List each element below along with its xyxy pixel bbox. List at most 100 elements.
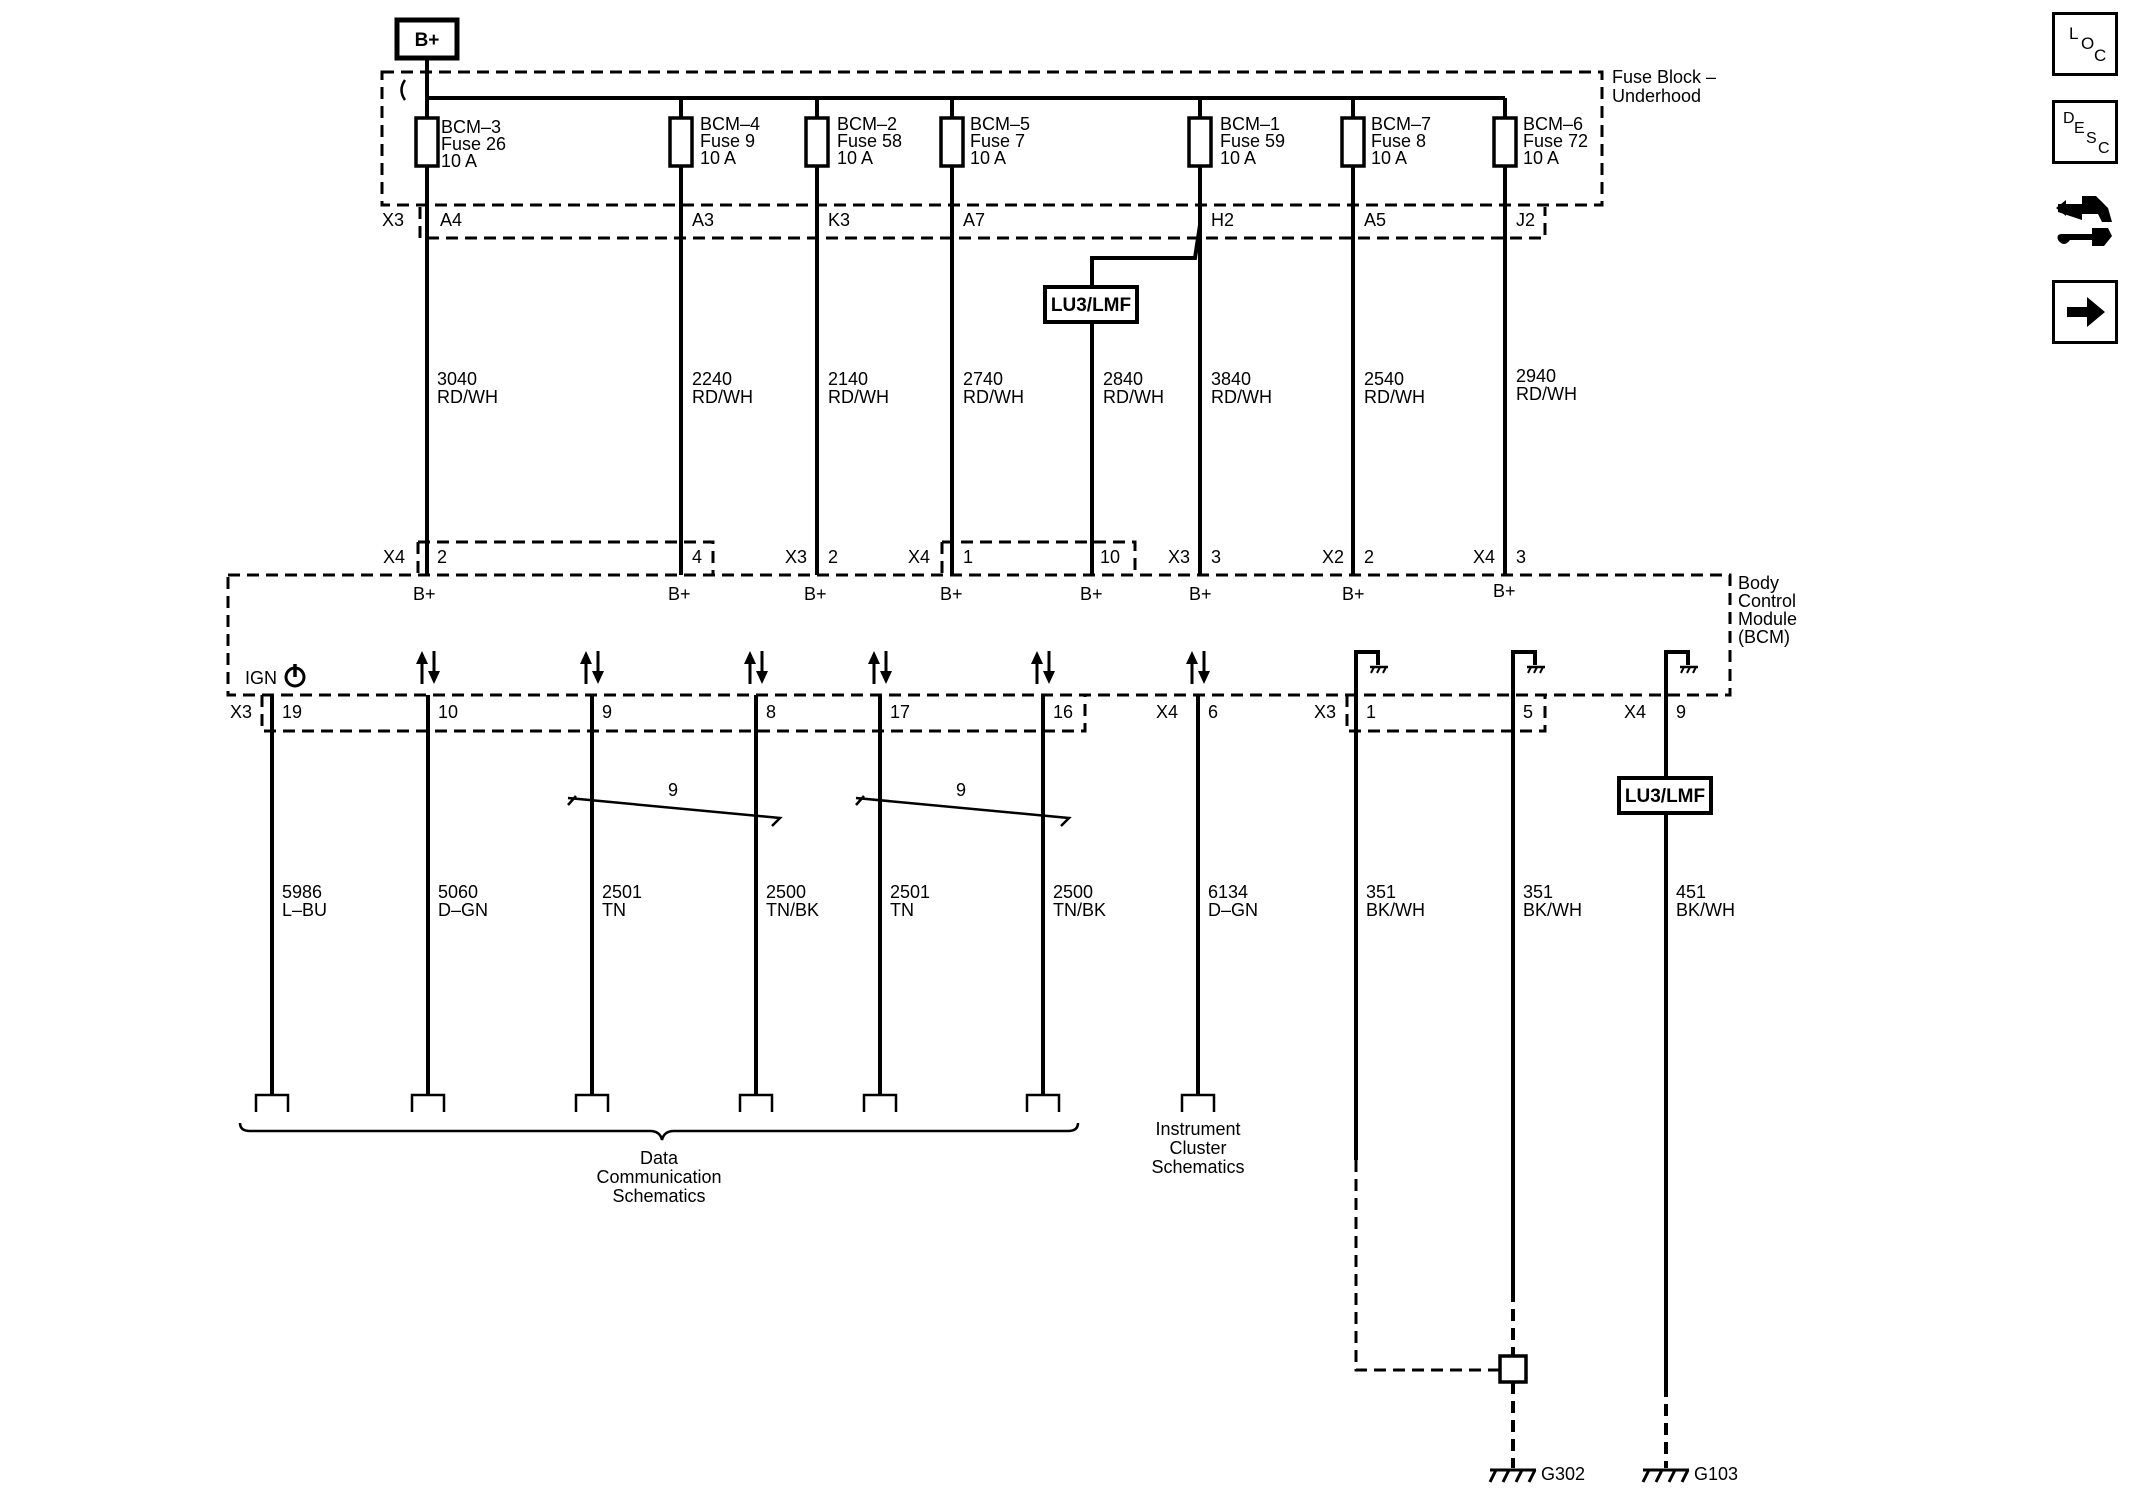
wire-color: RD/WH <box>1516 384 1577 404</box>
feed-circuit: BCM–1 Fuse 59 10 A H2 3840 RD/WH X3 3 B+ <box>1168 98 1285 604</box>
ground-g302-icon: G302 <box>1488 1464 1585 1484</box>
desc-letter: E <box>2074 120 2085 137</box>
cluster-label: Cluster <box>1169 1138 1226 1158</box>
data-comm-label: Schematics <box>612 1186 705 1206</box>
connector-repair-button[interactable] <box>2052 188 2118 252</box>
bcm-connector: X4 <box>1156 702 1178 722</box>
circuit-number: 3040 <box>437 369 477 389</box>
bcm-pin: 19 <box>282 702 302 722</box>
fuse-rating: 10 A <box>1220 148 1256 168</box>
circuit-number: 2740 <box>963 369 1003 389</box>
connector-end-icon <box>254 1093 290 1112</box>
bcm-connector: X4 <box>1473 547 1495 567</box>
feed-circuit: BCM–2 Fuse 58 10 A K3 2140 RD/WH X3 2 B+ <box>785 98 902 604</box>
location-button[interactable]: L O C <box>2052 12 2118 76</box>
wire-color: TN <box>890 900 914 920</box>
module-label: Control <box>1738 591 1796 611</box>
wire-color: TN <box>602 900 626 920</box>
pin-function: B+ <box>1080 584 1103 604</box>
feed-circuit: BCM–5 Fuse 7 10 A A7 2740 RD/WH X4 1 B+ <box>908 98 1030 604</box>
fuse-number: Fuse 59 <box>1220 131 1285 151</box>
desc-letter: C <box>2098 140 2110 157</box>
connector-end-icon <box>574 1093 610 1112</box>
loc-letter: L <box>2069 24 2078 43</box>
wire-color: D–GN <box>1208 900 1258 920</box>
feed-circuit-option: LU3/LMF 2840 RD/WH 10 B+ <box>1043 224 1202 604</box>
circuit-number: 2840 <box>1103 369 1143 389</box>
pin-function: B+ <box>1493 581 1516 601</box>
bcm-pin: 5 <box>1523 702 1533 722</box>
fuse-block-underhood: Fuse Block – Underhood X3 <box>380 67 1716 240</box>
fuse-block-label: Fuse Block – <box>1612 67 1716 87</box>
fuse-rating: 10 A <box>1523 148 1559 168</box>
instrument-cluster-reference: Instrument Cluster Schematics <box>1151 1119 1244 1177</box>
bcm-pin: 2 <box>437 547 447 567</box>
circuit-number: 2501 <box>890 882 930 902</box>
bcm-pin: 2 <box>1364 547 1374 567</box>
bcm-pin: 9 <box>602 702 612 722</box>
circuit-number: 2500 <box>766 882 806 902</box>
ground-label: G103 <box>1694 1464 1738 1484</box>
bcm-pin: 8 <box>766 702 776 722</box>
circuit-number: 2540 <box>1364 369 1404 389</box>
fuse-block-pin: A7 <box>963 210 985 230</box>
circuit-number: 351 <box>1523 882 1553 902</box>
bcm-connector: X2 <box>1322 547 1344 567</box>
fuse-name: BCM–2 <box>837 114 897 134</box>
fuse-name: BCM–3 <box>441 117 501 137</box>
wire-color: D–GN <box>438 900 488 920</box>
circuit-number: 5986 <box>282 882 322 902</box>
fuse-number: Fuse 26 <box>441 134 506 154</box>
description-button[interactable]: D E S C <box>2052 100 2118 164</box>
connector-end-icon <box>738 1093 774 1112</box>
bcm-connector: X3 <box>1314 702 1336 722</box>
wire-color: TN/BK <box>766 900 819 920</box>
wire-color: BK/WH <box>1676 900 1735 920</box>
fuse-number: Fuse 58 <box>837 131 902 151</box>
pin-function: B+ <box>413 584 436 604</box>
fuse-block-pin: H2 <box>1211 210 1234 230</box>
desc-letter: D <box>2063 110 2075 127</box>
module-label: (BCM) <box>1738 627 1790 647</box>
wire-color: RD/WH <box>1103 387 1164 407</box>
module-label: Module <box>1738 609 1797 629</box>
ignition-power-icon: IGN <box>245 664 306 688</box>
connector-end-icon <box>1025 1093 1061 1112</box>
fuse-block-pin: K3 <box>828 210 850 230</box>
fuse-rating: 10 A <box>970 148 1006 168</box>
data-comm-label: Communication <box>596 1167 721 1187</box>
bcm-connector: X3 <box>230 702 252 722</box>
fuse-rating: 10 A <box>837 148 873 168</box>
pin-function: B+ <box>804 584 827 604</box>
option-label: LU3/LMF <box>1051 295 1131 316</box>
internal-ground-icon <box>1354 650 1388 695</box>
battery-positive-source: B+ <box>394 17 460 61</box>
circuit-number: 2140 <box>828 369 868 389</box>
bcm-pin: 10 <box>438 702 458 722</box>
bcm-pin: 1 <box>963 547 973 567</box>
fuse-name: BCM–5 <box>970 114 1030 134</box>
ground-splice <box>1354 1160 1528 1468</box>
bcm-connector: X4 <box>908 547 930 567</box>
wire-color: RD/WH <box>1364 387 1425 407</box>
bcm-pin: 3 <box>1516 547 1526 567</box>
fuse-block-connector: X3 <box>382 210 404 230</box>
next-page-button[interactable] <box>2052 280 2118 344</box>
bcm-pin: 4 <box>692 547 702 567</box>
wire-color: L–BU <box>282 900 327 920</box>
fuse-number: Fuse 7 <box>970 131 1025 151</box>
pin-function: B+ <box>1189 584 1212 604</box>
fuse-name: BCM–1 <box>1220 114 1280 134</box>
bcm-connector: X3 <box>785 547 807 567</box>
fuse-number: Fuse 9 <box>700 131 755 151</box>
circuit-number: 351 <box>1366 882 1396 902</box>
connector-end-icon <box>410 1093 446 1112</box>
ground-label: G302 <box>1541 1464 1585 1484</box>
wire-color: RD/WH <box>828 387 889 407</box>
bcm-pin: 10 <box>1100 547 1120 567</box>
